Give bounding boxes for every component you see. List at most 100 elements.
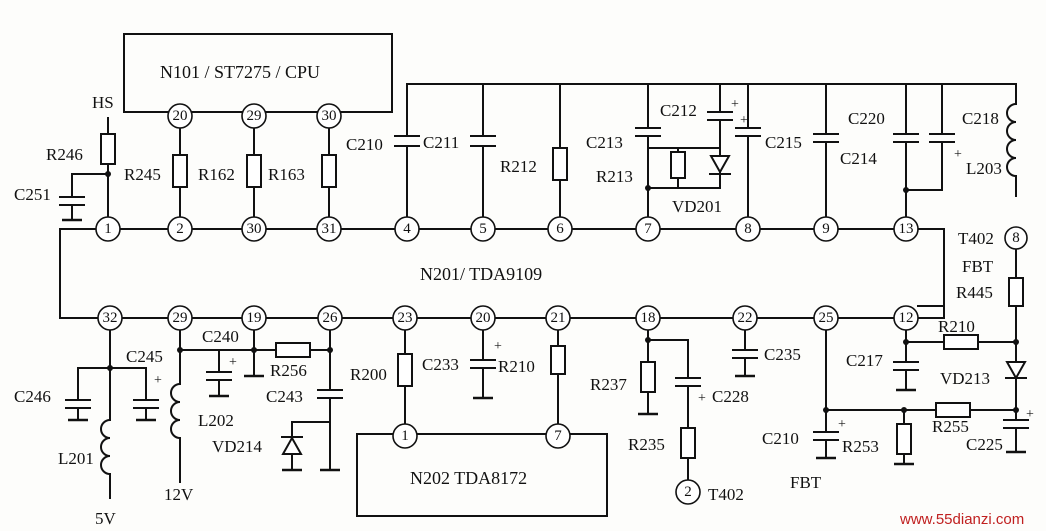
cpu-pin-label: 30 — [322, 108, 337, 124]
tda8172-label: N202 TDA8172 — [410, 468, 527, 488]
pin-label: 5 — [479, 221, 487, 237]
label-vd213: VD213 — [940, 369, 990, 388]
label-hs: HS — [92, 93, 114, 112]
label-r162: R162 — [198, 165, 235, 184]
resistor-r445 — [1008, 277, 1024, 307]
svg-text:+: + — [740, 113, 748, 128]
label-c225: C225 — [966, 435, 1003, 454]
pin-label: 21 — [551, 310, 566, 326]
label-r212: R212 — [500, 157, 537, 176]
label-l202: L202 — [198, 411, 234, 430]
label-c251: C251 — [14, 185, 51, 204]
svg-text:+: + — [1026, 407, 1034, 422]
pin-label: 2 — [176, 221, 184, 237]
diode-vd213 — [1005, 361, 1027, 381]
resistor-r246 — [100, 133, 116, 165]
svg-text:+: + — [698, 391, 706, 406]
pin-label: 25 — [819, 310, 834, 326]
label-c214: C214 — [840, 149, 877, 168]
pin-label: 23 — [398, 310, 413, 326]
tda8172-box — [356, 433, 608, 517]
inductor-l203 — [1006, 102, 1018, 178]
pin-label: 1 — [104, 221, 112, 237]
resistor-r212 — [552, 147, 568, 181]
label-r210-bottom: R210 — [498, 357, 535, 376]
resistor-r210-right — [943, 334, 979, 350]
label-t402-bottom: T402 — [708, 485, 744, 504]
label-vd201: VD201 — [672, 197, 722, 216]
label-c210-bottom: C210 — [762, 429, 799, 448]
svg-text:+: + — [494, 339, 502, 354]
diode-vd201 — [709, 155, 731, 175]
watermark: www.55dianzi.com — [899, 511, 1024, 528]
svg-text:+: + — [838, 417, 846, 432]
svg-text:+: + — [154, 373, 162, 388]
inductor-l202 — [170, 382, 182, 440]
pin-label: 2 — [684, 484, 692, 500]
resistor-r200 — [397, 353, 413, 387]
label-r235: R235 — [628, 435, 665, 454]
label-c210-top: C210 — [346, 135, 383, 154]
pin-label: 18 — [641, 310, 656, 326]
resistor-r235 — [680, 427, 696, 459]
cpu-pin-label: 20 — [173, 108, 188, 124]
label-c218: C218 — [962, 109, 999, 128]
tda9109-top-pins: 1 2 30 31 4 5 6 7 8 9 13 — [95, 216, 919, 242]
pin-label: 13 — [899, 221, 914, 237]
pin-label: 32 — [103, 310, 118, 326]
pin-label: 1 — [401, 428, 409, 444]
label-c245: C245 — [126, 347, 163, 366]
label-12v: 12V — [164, 485, 194, 504]
label-c246: C246 — [14, 387, 51, 406]
label-l201: L201 — [58, 449, 94, 468]
label-c220: C220 — [848, 109, 885, 128]
pin-label: 12 — [899, 310, 914, 326]
label-l203: L203 — [966, 159, 1002, 178]
pin-label: 8 — [744, 221, 752, 237]
component-labels: HS R246 C251 R245 R162 R163 C210 C211 R2… — [14, 93, 1003, 528]
label-c213: C213 — [586, 133, 623, 152]
pin-label: 19 — [247, 310, 262, 326]
label-r210-right: R210 — [938, 317, 975, 336]
cpu-pins: 20 29 30 — [167, 103, 342, 129]
resistor-r245 — [172, 154, 188, 188]
label-r255: R255 — [932, 417, 969, 436]
tda9109-label: N201/ TDA9109 — [420, 264, 542, 284]
pin-label: 29 — [173, 310, 188, 326]
label-r245: R245 — [124, 165, 161, 184]
svg-text:+: + — [731, 97, 739, 112]
label-c228: C228 — [712, 387, 749, 406]
resistor-r253 — [896, 423, 912, 455]
label-fbt-top: FBT — [962, 257, 994, 276]
label-c211: C211 — [423, 133, 459, 152]
pin-label: 8 — [1012, 230, 1020, 246]
label-r200: R200 — [350, 365, 387, 384]
connector-pins: 8 2 — [675, 226, 1028, 505]
label-r237: R237 — [590, 375, 627, 394]
label-r246: R246 — [46, 145, 83, 164]
label-vd214: VD214 — [212, 437, 263, 456]
label-5v: 5V — [95, 509, 117, 528]
label-c235: C235 — [764, 345, 801, 364]
tda8172-pins: 1 7 — [392, 423, 571, 449]
label-r445: R445 — [956, 283, 993, 302]
pin-label: 22 — [738, 310, 753, 326]
cpu-label: N101 / ST7275 / CPU — [160, 62, 320, 82]
pin-label: 9 — [822, 221, 830, 237]
resistor-r162 — [246, 154, 262, 188]
pin-label: 7 — [644, 221, 652, 237]
label-r256: R256 — [270, 361, 307, 380]
label-c215: C215 — [765, 133, 802, 152]
label-c212: C212 — [660, 101, 697, 120]
label-fbt-bottom: FBT — [790, 473, 822, 492]
svg-text:+: + — [954, 147, 962, 162]
label-r213: R213 — [596, 167, 633, 186]
resistor-r237 — [640, 361, 656, 393]
pin-label: 4 — [403, 221, 411, 237]
pin-label: 7 — [554, 428, 562, 444]
inductor-l201 — [100, 418, 112, 476]
tda9109-bottom-pins: 32 29 19 26 23 20 21 18 22 25 12 — [97, 305, 919, 331]
label-r253: R253 — [842, 437, 879, 456]
tda9109-box — [59, 228, 945, 319]
